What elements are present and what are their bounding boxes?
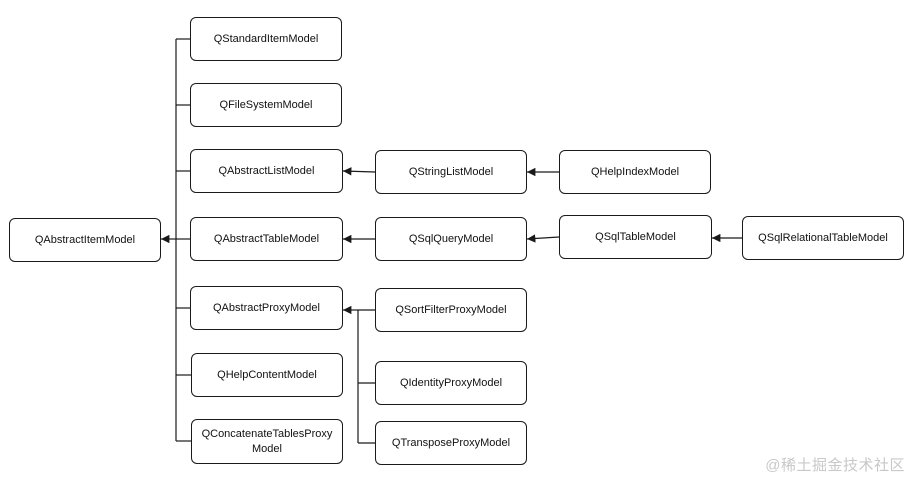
node-label: QSqlQueryModel (408, 232, 494, 245)
node-label: QAbstractItemModel (34, 233, 136, 246)
node-label: QStandardItemModel (213, 32, 319, 45)
node-qabstractitemmodel: QAbstractItemModel (9, 218, 161, 262)
node-qfilesystemmodel: QFileSystemModel (190, 83, 342, 127)
node-label: QSortFilterProxyModel (395, 303, 507, 316)
node-qabstractlistmodel: QAbstractListModel (190, 149, 343, 193)
node-label: QAbstractListModel (218, 164, 315, 177)
node-qstringlistmodel: QStringListModel (375, 150, 527, 194)
edge-qsqltablemodel-arrow (526, 234, 560, 243)
node-label: QStringListModel (408, 165, 494, 178)
node-qhelpcontentmodel: QHelpContentModel (191, 353, 343, 397)
node-qabstractproxymodel: QAbstractProxyModel (190, 286, 343, 330)
node-qsqlquerymodel: QSqlQueryModel (375, 217, 527, 261)
node-qhelpindexmodel: QHelpIndexModel (559, 150, 711, 194)
node-qconcatenatetablesproxymodel: QConcatenateTablesProxyModel (191, 419, 343, 464)
node-qsortfilterproxymodel: QSortFilterProxyModel (375, 288, 527, 332)
node-qsqlrelationaltablemodel: QSqlRelationalTableModel (742, 216, 904, 260)
node-label: QAbstractTableModel (213, 232, 320, 245)
node-qtransposeproxymodel: QTransposeProxyModel (375, 421, 527, 465)
node-label: QConcatenateTablesProxyModel (201, 427, 333, 455)
node-qsqltablemodel: QSqlTableModel (559, 215, 712, 259)
node-label: QSqlTableModel (595, 230, 676, 243)
node-label: QFileSystemModel (219, 98, 313, 111)
watermark-text: @稀土掘金技术社区 (765, 457, 905, 474)
node-label: QHelpIndexModel (590, 165, 680, 178)
node-label: QSqlRelationalTableModel (758, 231, 888, 244)
node-label: QTransposeProxyModel (391, 436, 511, 449)
node-label: QHelpContentModel (217, 368, 317, 381)
node-qidentityproxymodel: QIdentityProxyModel (375, 361, 527, 405)
edge-qstringlistmodel-arrow (342, 167, 376, 176)
node-label: QAbstractProxyModel (213, 301, 320, 314)
node-qstandarditemmodel: QStandardItemModel (190, 17, 342, 61)
node-label: QIdentityProxyModel (399, 376, 503, 389)
node-qabstracttablemodel: QAbstractTableModel (190, 217, 343, 261)
